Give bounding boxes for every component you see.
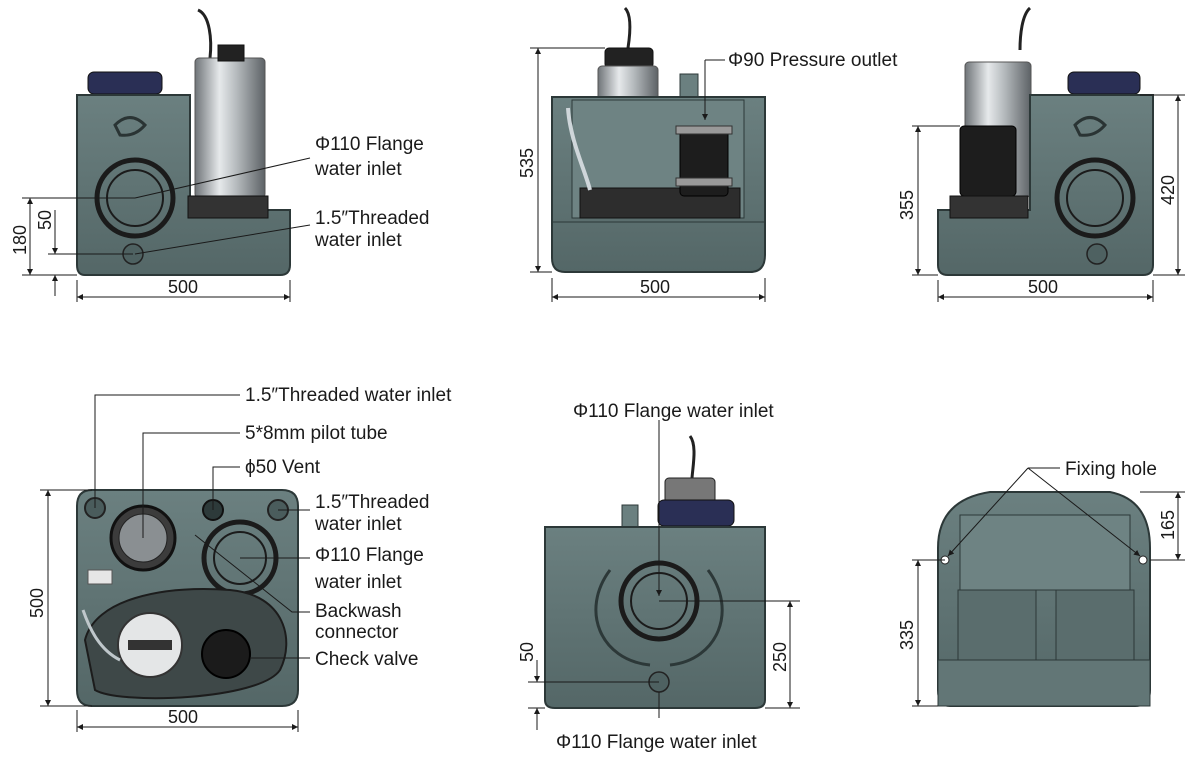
side2-rib-right <box>669 569 724 667</box>
label-side2-flange-bottom: Φ110 Flange water inlet <box>556 732 757 753</box>
bottom-upper-recess <box>959 514 1131 591</box>
label-fixing-hole: Fixing hole <box>1065 459 1157 480</box>
label-top-pilot: 5*8mm pilot tube <box>245 423 388 444</box>
front-view: Φ110 Flange water inlet 1.5″Threaded wat… <box>10 8 429 302</box>
leader-threaded <box>134 224 311 255</box>
front-housing <box>76 94 291 276</box>
pump-base-rear <box>949 195 1029 219</box>
dim-front-h180-label: 180 <box>10 225 30 255</box>
label-threaded-line2: water inlet <box>314 230 402 251</box>
label-pressure-outlet: Φ90 Pressure outlet <box>728 50 898 71</box>
label-top-threaded2-line2: water inlet <box>314 514 402 535</box>
clamp-top <box>675 125 733 135</box>
label-backwash-line2: connector <box>315 622 399 643</box>
dim-bottom-h165-label: 165 <box>1158 510 1178 540</box>
lid-cap-rear <box>1067 71 1141 95</box>
dim-front-h50-label: 50 <box>35 210 55 230</box>
label-top-vent: ϕ50 Vent <box>245 457 321 478</box>
power-cable-rear <box>1018 6 1032 51</box>
rear-view: 355 420 500 <box>897 6 1185 302</box>
logo-icon-rear <box>1073 116 1108 137</box>
dim-side-height-label: 535 <box>517 148 537 178</box>
vent-pipe <box>679 73 699 99</box>
dim-top-depth-label: 500 <box>27 588 47 618</box>
rear-housing <box>937 94 1154 276</box>
power-cable <box>197 8 213 59</box>
label-flange-line1: Φ110 Flange <box>315 134 424 155</box>
bottom-foot-right <box>1055 589 1135 661</box>
dim-side-width-label: 500 <box>640 277 670 297</box>
dim-front-width-label: 500 <box>168 277 198 297</box>
leader-top-pilot <box>142 432 240 538</box>
label-plate <box>87 569 113 585</box>
logo-icon <box>113 116 148 137</box>
pump-handle <box>217 44 245 62</box>
pump-handle-side <box>604 47 654 69</box>
label-threaded-line1: 1.5″Threaded <box>315 208 429 229</box>
leader-flange <box>134 157 311 199</box>
check-valve-rear <box>959 125 1017 197</box>
top-view: 1.5″Threaded water inlet 5*8mm pilot tub… <box>27 385 452 732</box>
label-top-flange-line2: water inlet <box>314 572 402 593</box>
pump-top-handle <box>128 640 172 650</box>
flange-ring-rear <box>1054 157 1136 239</box>
dim-side2-h250-label: 250 <box>770 642 790 672</box>
vent-pipe-side2 <box>621 504 639 528</box>
dim-rear-h420-label: 420 <box>1158 175 1178 205</box>
power-cable-side2 <box>688 435 696 479</box>
lid-cap <box>87 71 163 95</box>
dim-rear-h355-label: 355 <box>897 190 917 220</box>
label-flange-line2: water inlet <box>314 159 402 180</box>
label-top-threaded: 1.5″Threaded water inlet <box>245 385 452 406</box>
dim-bottom-h335-label: 335 <box>897 620 917 650</box>
dim-side2-h50-label: 50 <box>517 642 537 662</box>
label-backwash-line1: Backwash <box>315 601 402 622</box>
bottom-base <box>937 659 1151 707</box>
bottom-view: Fixing hole 165 335 <box>897 459 1185 707</box>
leader-top-vent <box>212 466 240 510</box>
label-top-flange-line1: Φ110 Flange <box>315 545 424 566</box>
lid-cap-side2 <box>657 499 735 527</box>
pilot-tube <box>566 107 592 191</box>
side-view: Φ90 Pressure outlet 535 500 <box>517 6 898 302</box>
pump-base <box>187 195 269 219</box>
leader-backwash <box>194 534 310 613</box>
pump-motor <box>194 57 266 199</box>
threaded-inlet-rear <box>1086 243 1108 265</box>
label-top-threaded2-line1: 1.5″Threaded <box>315 492 429 513</box>
bottom-foot-left <box>957 589 1037 661</box>
pump-chamber <box>83 588 288 700</box>
label-side2-flange-top: Φ110 Flange water inlet <box>573 401 774 422</box>
top-pilot-tube <box>81 609 121 662</box>
dim-top-width-label: 500 <box>168 707 198 727</box>
label-check-valve: Check valve <box>315 649 419 670</box>
side2-view: Φ110 Flange water inlet Φ110 Flange wate… <box>517 401 800 753</box>
top-check-valve <box>201 629 251 679</box>
side2-rib-left <box>594 569 651 667</box>
leader-fixing-left <box>947 467 1029 557</box>
leader-top-threaded <box>94 394 240 508</box>
dim-rear-width-label: 500 <box>1028 277 1058 297</box>
power-cable-side <box>623 6 632 49</box>
leader-fixing-right <box>1027 467 1141 557</box>
clamp-bottom <box>675 177 733 187</box>
fixing-hole-right <box>1138 555 1148 565</box>
